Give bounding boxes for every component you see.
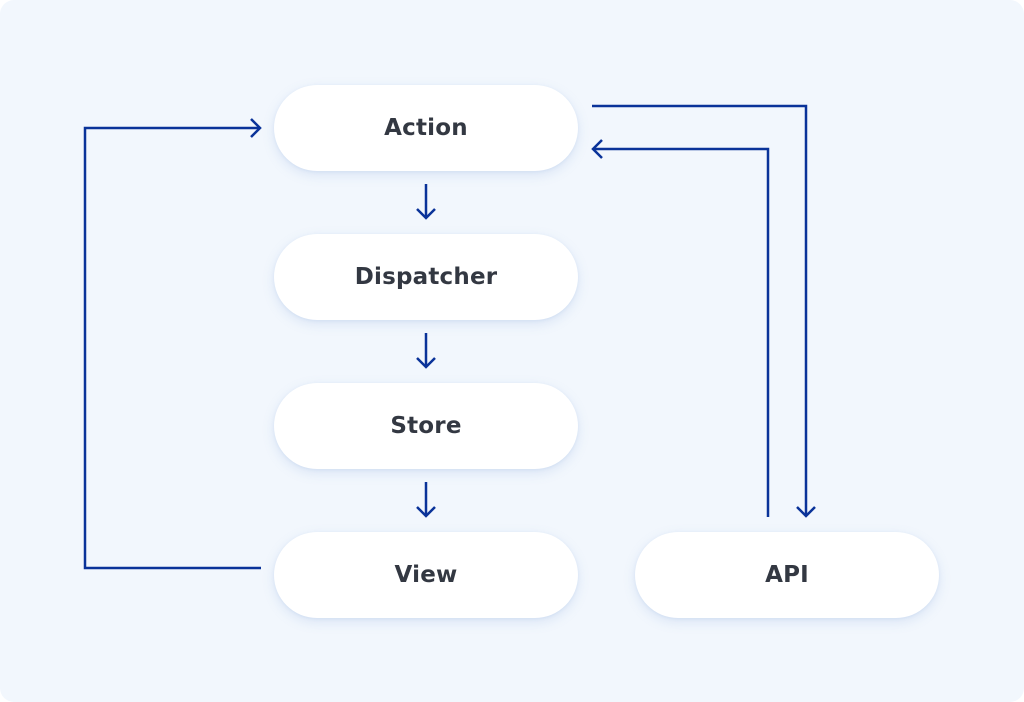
node-dispatcher-label: Dispatcher (354, 264, 498, 290)
arrow-action-to-dispatcher (416, 184, 436, 220)
arrow-store-to-view (416, 482, 436, 518)
node-api-label: API (765, 562, 809, 588)
arrow-action-to-api (592, 104, 816, 518)
arrow-api-to-action (591, 139, 770, 517)
node-dispatcher: Dispatcher (274, 234, 578, 320)
node-action-label: Action (384, 115, 468, 141)
node-view: View (274, 532, 578, 618)
node-api: API (635, 532, 939, 618)
node-view-label: View (394, 562, 458, 588)
arrow-view-to-action (83, 118, 262, 570)
arrow-dispatcher-to-store (416, 333, 436, 369)
node-store-label: Store (390, 413, 462, 439)
node-store: Store (274, 383, 578, 469)
node-action: Action (274, 85, 578, 171)
